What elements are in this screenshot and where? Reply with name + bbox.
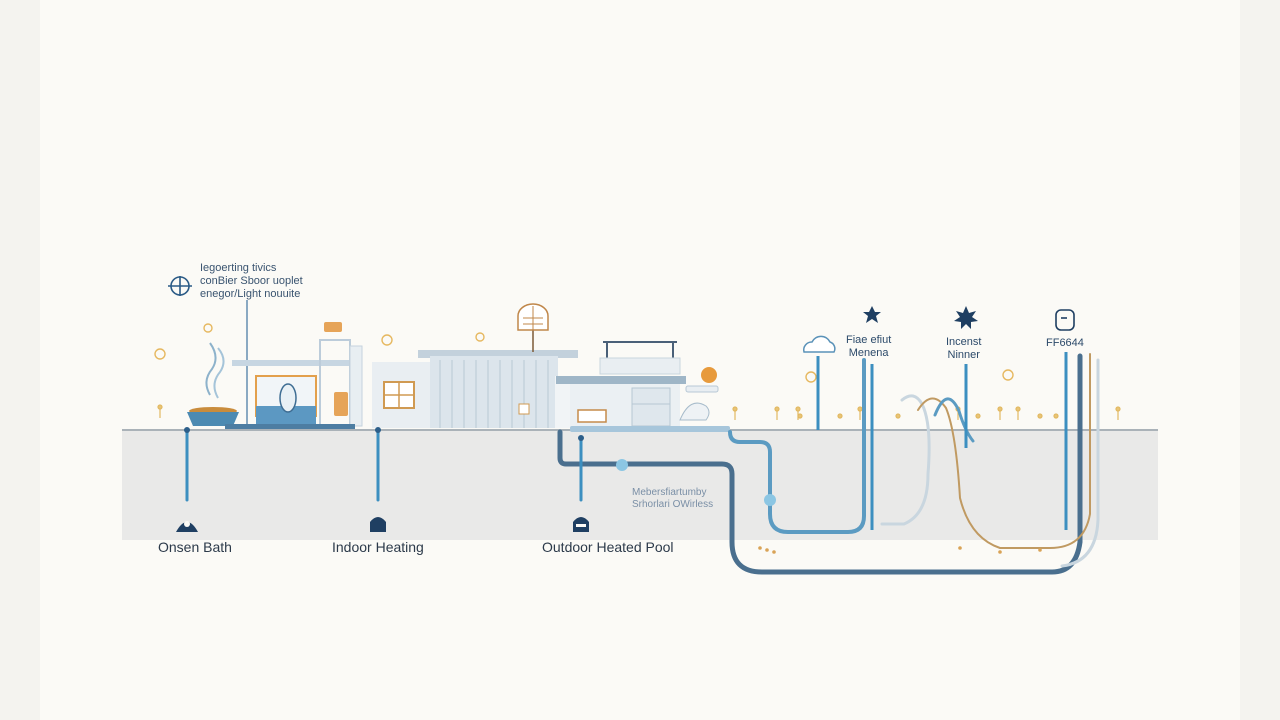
main-building [372,303,595,428]
onsen-icon [176,521,198,532]
drop-lines [185,430,583,502]
outdoor-heated-pool-label: Outdoor Heated Pool [542,539,674,555]
onsen-building [225,300,363,429]
cloud-icon [803,335,836,353]
onsen-bath-illustration [187,342,239,426]
legend-icon [168,276,192,296]
legend-text: Iegoerting tivics conBier Sboor uoplet e… [200,262,303,301]
incenst-label: Incenst Ninner [946,336,981,362]
diagram-canvas: Iegoerting tivics conBier Sboor uoplet e… [40,0,1240,720]
face-icon [1055,309,1075,331]
ff-label: FF6644 [1046,337,1084,349]
underground-pipes [557,353,1100,575]
diagram-graphic [122,276,1158,575]
legend-line-1: Iegoerting tivics [200,262,277,274]
middle-caption-line-1: Mebersfiartumby [632,487,707,498]
sensor-poles [816,352,1068,530]
fae-label-line-2: Menena [848,347,889,359]
legend-line-2: conBier Sboor uoplet [200,275,303,287]
middle-caption: Mebersfiartumby Srhorlari OWirless [632,487,713,511]
onsen-bath-label: Onsen Bath [158,539,232,555]
incenst-label-line-1: Incenst [946,336,982,348]
middle-caption-line-2: Srhorlari OWirless [632,499,714,510]
ground-band [122,430,1158,540]
indoor-heating-label: Indoor Heating [332,539,424,555]
legend-line-3: enegor/Light nouuite [200,288,301,300]
drop-dots [184,427,584,441]
pool-house [556,341,730,432]
incenst-label-line-2: Ninner [947,349,980,361]
outdoor-icon [573,517,589,532]
star-icon [863,306,881,323]
fae-label-line-1: Fiae efiut [846,334,892,346]
fae-label: Fiae efiut Menena [846,334,891,360]
floating-dots [154,323,1014,383]
flower-icon [954,306,978,329]
indoor-icon [370,517,386,532]
